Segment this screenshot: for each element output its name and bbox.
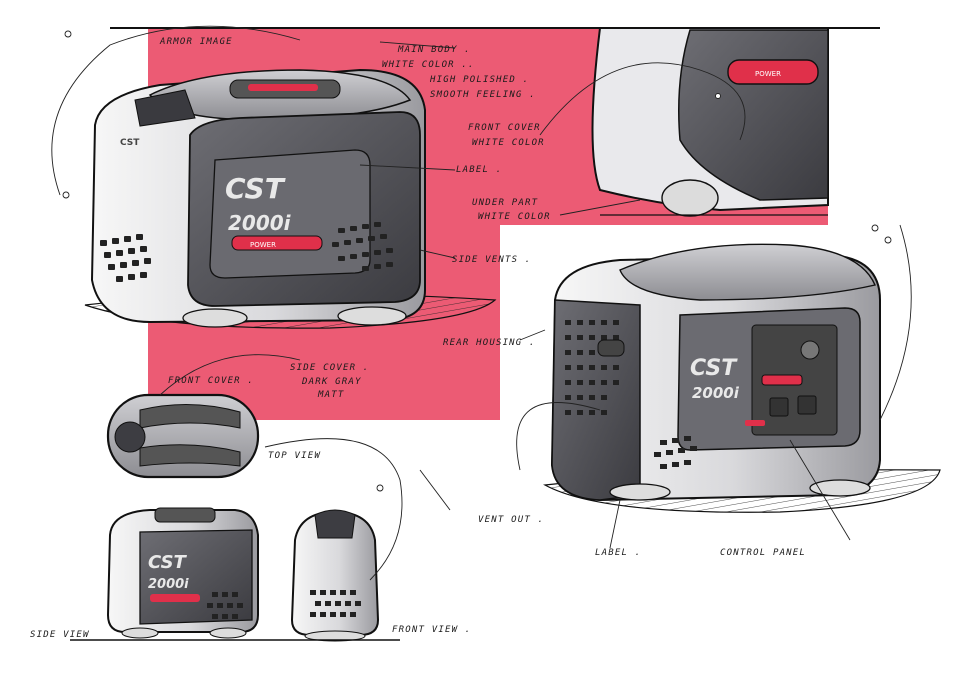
note-side-cover-1: SIDE COVER . bbox=[290, 363, 369, 373]
note-armor-image: ARMOR IMAGE bbox=[159, 37, 233, 47]
note-label-2: LABEL . bbox=[595, 548, 641, 558]
note-main-body-4: SMOOTH FEELING . bbox=[430, 90, 536, 100]
rear-panel-socket-2 bbox=[797, 395, 817, 415]
front-view-foot bbox=[304, 630, 366, 642]
note-label-1: LABEL . bbox=[456, 165, 502, 175]
top-view-cap bbox=[114, 421, 146, 453]
note-side-view: SIDE VIEW bbox=[30, 630, 90, 640]
closeup-foot bbox=[661, 179, 719, 217]
note-under-part-1: UNDER PART bbox=[472, 198, 538, 208]
main-brand-text: CST bbox=[225, 172, 286, 205]
main-generator-sketch: CST 2000i POWER CST bbox=[84, 68, 497, 329]
top-view-handle-2 bbox=[139, 444, 241, 467]
note-side-vents: SIDE VENTS . bbox=[452, 255, 531, 265]
note-under-part-2: WHITE COLOR bbox=[478, 212, 551, 222]
rear-foot-left bbox=[609, 483, 671, 501]
main-side-vents bbox=[332, 222, 393, 271]
rear-foot-right bbox=[809, 479, 871, 497]
main-front-logo: CST bbox=[120, 138, 140, 148]
note-front-cover: FRONT COVER . bbox=[168, 376, 254, 386]
rear-panel-socket-1 bbox=[769, 397, 789, 417]
rear-brand-text: CST bbox=[690, 356, 738, 381]
front-view-grille bbox=[310, 590, 361, 617]
side-view-vents bbox=[207, 592, 243, 619]
main-power-strip bbox=[231, 235, 323, 251]
note-vent-out: VENT OUT . bbox=[478, 515, 544, 525]
rear-top-handle bbox=[619, 243, 876, 301]
main-power-text: POWER bbox=[250, 241, 276, 249]
main-top-red-strip bbox=[248, 84, 318, 91]
note-main-body-3: HIGH POLISHED . bbox=[429, 75, 529, 85]
main-front-grille bbox=[100, 234, 151, 282]
rear-panel-red-lamp bbox=[745, 420, 765, 426]
note-control-panel: CONTROL PANEL bbox=[720, 548, 806, 558]
note-main-body-1: MAIN BODY . bbox=[397, 45, 471, 55]
rear-lower-vents bbox=[654, 436, 697, 469]
main-foot-front bbox=[182, 308, 248, 328]
front-view-sketch bbox=[290, 509, 380, 642]
rear-side-vents bbox=[565, 320, 619, 415]
top-view-handle bbox=[139, 403, 241, 429]
note-rear-housing: REAR HOUSING . bbox=[443, 338, 536, 348]
side-view-brand: CST bbox=[148, 552, 188, 573]
note-front-cover-white-2: WHITE COLOR bbox=[472, 138, 545, 148]
side-view-handle bbox=[154, 507, 216, 523]
main-top-cap bbox=[134, 89, 196, 127]
side-view-model: 2000i bbox=[148, 577, 189, 592]
construction-lines bbox=[51, 25, 912, 581]
side-view-red-strip bbox=[150, 594, 200, 602]
main-foot-rear bbox=[337, 306, 407, 326]
side-view-foot-l bbox=[121, 627, 159, 639]
note-top-view: TOP VIEW bbox=[268, 451, 321, 461]
note-front-cover-white-1: FRONT COVER bbox=[468, 123, 541, 133]
closeup-detail-sketch: POWER bbox=[591, 27, 829, 217]
side-view-sketch: CST 2000i bbox=[106, 507, 259, 639]
rear-panel-knob bbox=[800, 340, 820, 360]
note-side-cover-2: DARK GRAY bbox=[301, 377, 362, 387]
rear-panel-red-switch bbox=[761, 374, 803, 386]
note-side-cover-3: MATT bbox=[317, 390, 344, 400]
rear-model-text: 2000i bbox=[692, 384, 740, 402]
note-front-view: FRONT VIEW . bbox=[392, 625, 471, 635]
main-model-text: 2000i bbox=[228, 211, 292, 235]
top-view-sketch bbox=[106, 393, 260, 479]
closeup-power-strip bbox=[727, 59, 819, 85]
closeup-power-text: POWER bbox=[755, 70, 781, 78]
rear-generator-sketch: CST 2000i bbox=[543, 243, 941, 513]
side-view-foot-r bbox=[209, 627, 247, 639]
front-view-cap bbox=[314, 509, 356, 539]
note-main-body-2: WHITE COLOR .. bbox=[382, 60, 475, 70]
rear-handle-grip bbox=[597, 339, 625, 357]
